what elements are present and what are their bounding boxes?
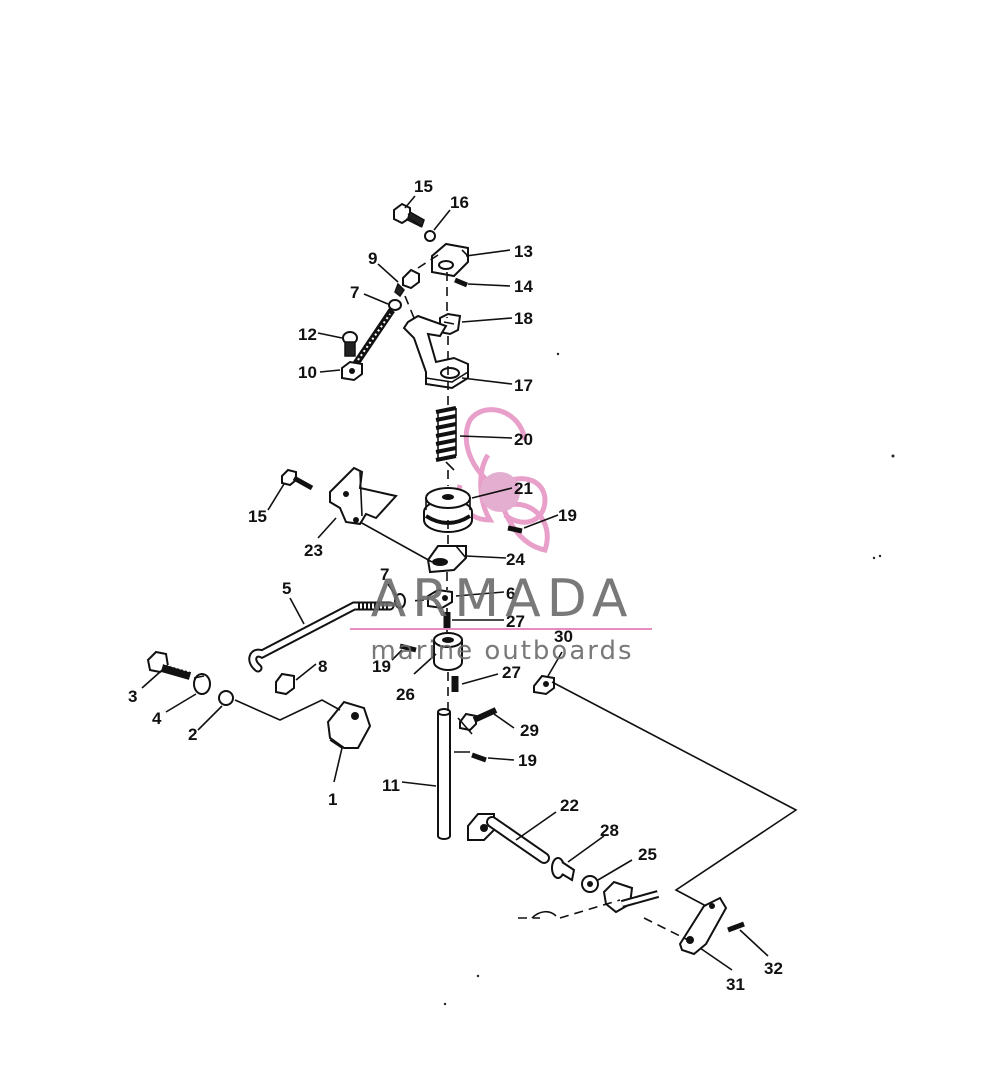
watermark-tagline: marine outboards [370,636,633,666]
part-17-arm [402,314,469,390]
label-14: 14 [514,277,533,296]
label-27-upper: 27 [506,612,525,631]
cotter-pin-icon [531,910,557,919]
part-11-shaft [437,708,451,840]
label-20: 20 [514,430,533,449]
part-20-spring [435,406,457,471]
part-19-pin-lower [471,752,487,763]
part-9-fitting [394,268,420,298]
label-12: 12 [298,325,317,344]
label-11: 11 [382,776,400,795]
label-19-upper: 19 [558,506,577,525]
label-30: 30 [554,627,573,646]
label-21: 21 [514,479,533,498]
label-7-upper: 7 [350,283,359,302]
label-23: 23 [304,541,323,560]
part-16-washer [424,230,436,242]
part-13-clamp [431,242,469,278]
label-19-middle: 19 [372,657,391,676]
part-19-pin-middle [399,643,417,653]
part-14-screw [454,277,468,288]
part-30-fitting [533,674,555,696]
label-32: 32 [764,959,783,978]
part-26-coupling [433,632,463,671]
label-3: 3 [128,687,137,706]
label-6: 6 [506,584,515,603]
watermark-brand: ARMADA [371,569,634,629]
label-16: 16 [450,193,469,212]
label-2: 2 [188,725,197,744]
part-12-ball-joint [342,331,358,357]
label-8: 8 [318,657,327,676]
label-24: 24 [506,550,525,569]
part-22-shaft [467,813,550,864]
part-7-nut-upper [388,299,402,311]
part-8-bushing [275,672,295,696]
part-24-clamp [426,545,467,574]
part-bellcrank [602,880,660,914]
label-10: 10 [298,363,317,382]
label-25: 25 [638,845,657,864]
part-4-spacer [193,673,211,695]
label-29: 29 [520,721,539,740]
label-27-lower: 27 [502,663,521,682]
label-7-lower: 7 [380,565,389,584]
part-7-nut-lower [394,593,406,609]
label-19-lower: 19 [518,751,537,770]
label-4: 4 [152,709,162,728]
part-28-bushing [551,857,576,882]
part-labels: 15 16 13 9 14 7 18 12 10 17 20 21 15 19 … [128,177,783,994]
part-31-lever [678,896,728,956]
watermark: ARMADA marine outboards [350,569,652,666]
label-15-top: 15 [414,177,433,196]
part-10-socket [341,360,363,382]
part-23-bracket [329,466,398,526]
scan-specks [443,352,895,1006]
assembly-lines [234,254,798,941]
part-1-lever [326,700,372,749]
label-15-left: 15 [248,507,267,526]
leader-lines [141,195,769,971]
part-15-bolt-top [393,202,425,228]
part-19-pin-upper [507,525,523,534]
part-2-washer [218,690,234,706]
label-13: 13 [514,242,533,261]
label-26: 26 [396,685,415,704]
label-18: 18 [514,309,533,328]
label-5: 5 [282,579,291,598]
label-31: 31 [726,975,745,994]
label-22: 22 [560,796,579,815]
label-28: 28 [600,821,619,840]
part-32-pin [727,921,745,933]
part-21-pulley [423,487,473,533]
label-1: 1 [328,790,337,809]
part-5-rod [248,601,395,673]
part-15-bolt-left [281,468,314,491]
label-9: 9 [368,249,377,268]
label-17: 17 [514,376,533,395]
part-25-bushing [581,875,599,893]
armada-logo-icon [456,407,550,553]
part-6-fitting [427,588,453,610]
part-3-bolt [146,650,192,680]
part-threaded-rod [352,308,395,367]
